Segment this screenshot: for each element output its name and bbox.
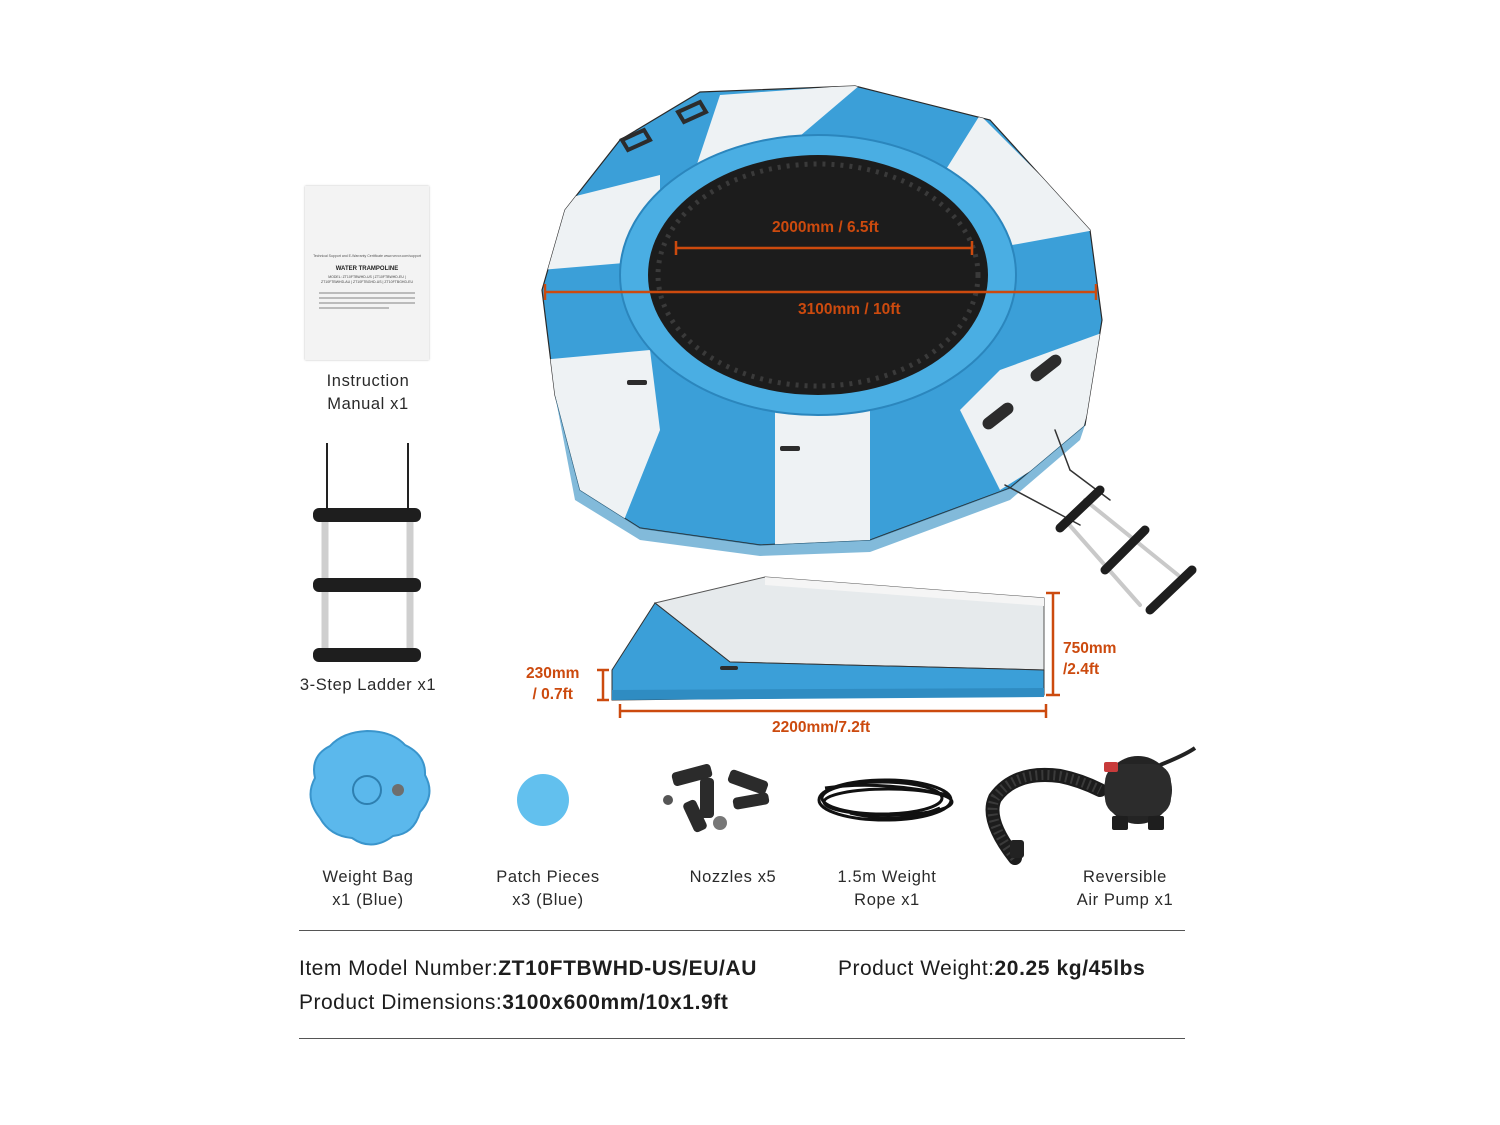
handle (982, 402, 1014, 430)
instruction-manual-card: Technical Support and E-Warranty Certifi… (305, 186, 429, 360)
mat-diameter-label: 2000mm / 6.5ft (772, 219, 879, 236)
ring-white-segment (960, 330, 1102, 490)
divider-bottom (299, 1038, 1185, 1039)
manual-model-line: ZT10FTBWHD-AU | ZT10FTBGHD-US | ZT10FTBG… (320, 280, 414, 284)
ladder-caption: 3-Step Ladder x1 (299, 676, 437, 694)
manual-title: WATER TRAMPOLINE (335, 266, 399, 272)
attached-ladder (1004, 429, 1197, 615)
outer-diameter-label: 3100mm / 10ft (798, 301, 901, 318)
product-weight: Product Weight:20.25 kg/45lbs (838, 957, 1146, 980)
product-dimensions: Product Dimensions:3100x600mm/10x1.9ft (299, 991, 729, 1014)
jumping-mat (648, 155, 988, 395)
manual-header-line: Technical Support and E-Warranty Certifi… (313, 254, 421, 258)
slide-right-height-label: 750mm /2.4ft (1063, 640, 1117, 678)
divider-top (299, 930, 1185, 931)
item-model-number: Item Model Number:ZT10FTBWHD-US/EU/AU (299, 957, 757, 980)
handle (619, 127, 653, 153)
ring-white-segment (775, 400, 870, 545)
manual-model-line: MODEL: ZT10FTBWHD-US | ZT10FTBWHD-EU | (328, 275, 406, 279)
handle (675, 99, 709, 125)
slide-length-label: 2200mm/7.2ft (772, 719, 871, 736)
slide-left-height-label: 230mm / 0.7ft (526, 665, 580, 703)
handle (1030, 354, 1062, 382)
nozzles-caption: Nozzles x5 (689, 868, 777, 886)
